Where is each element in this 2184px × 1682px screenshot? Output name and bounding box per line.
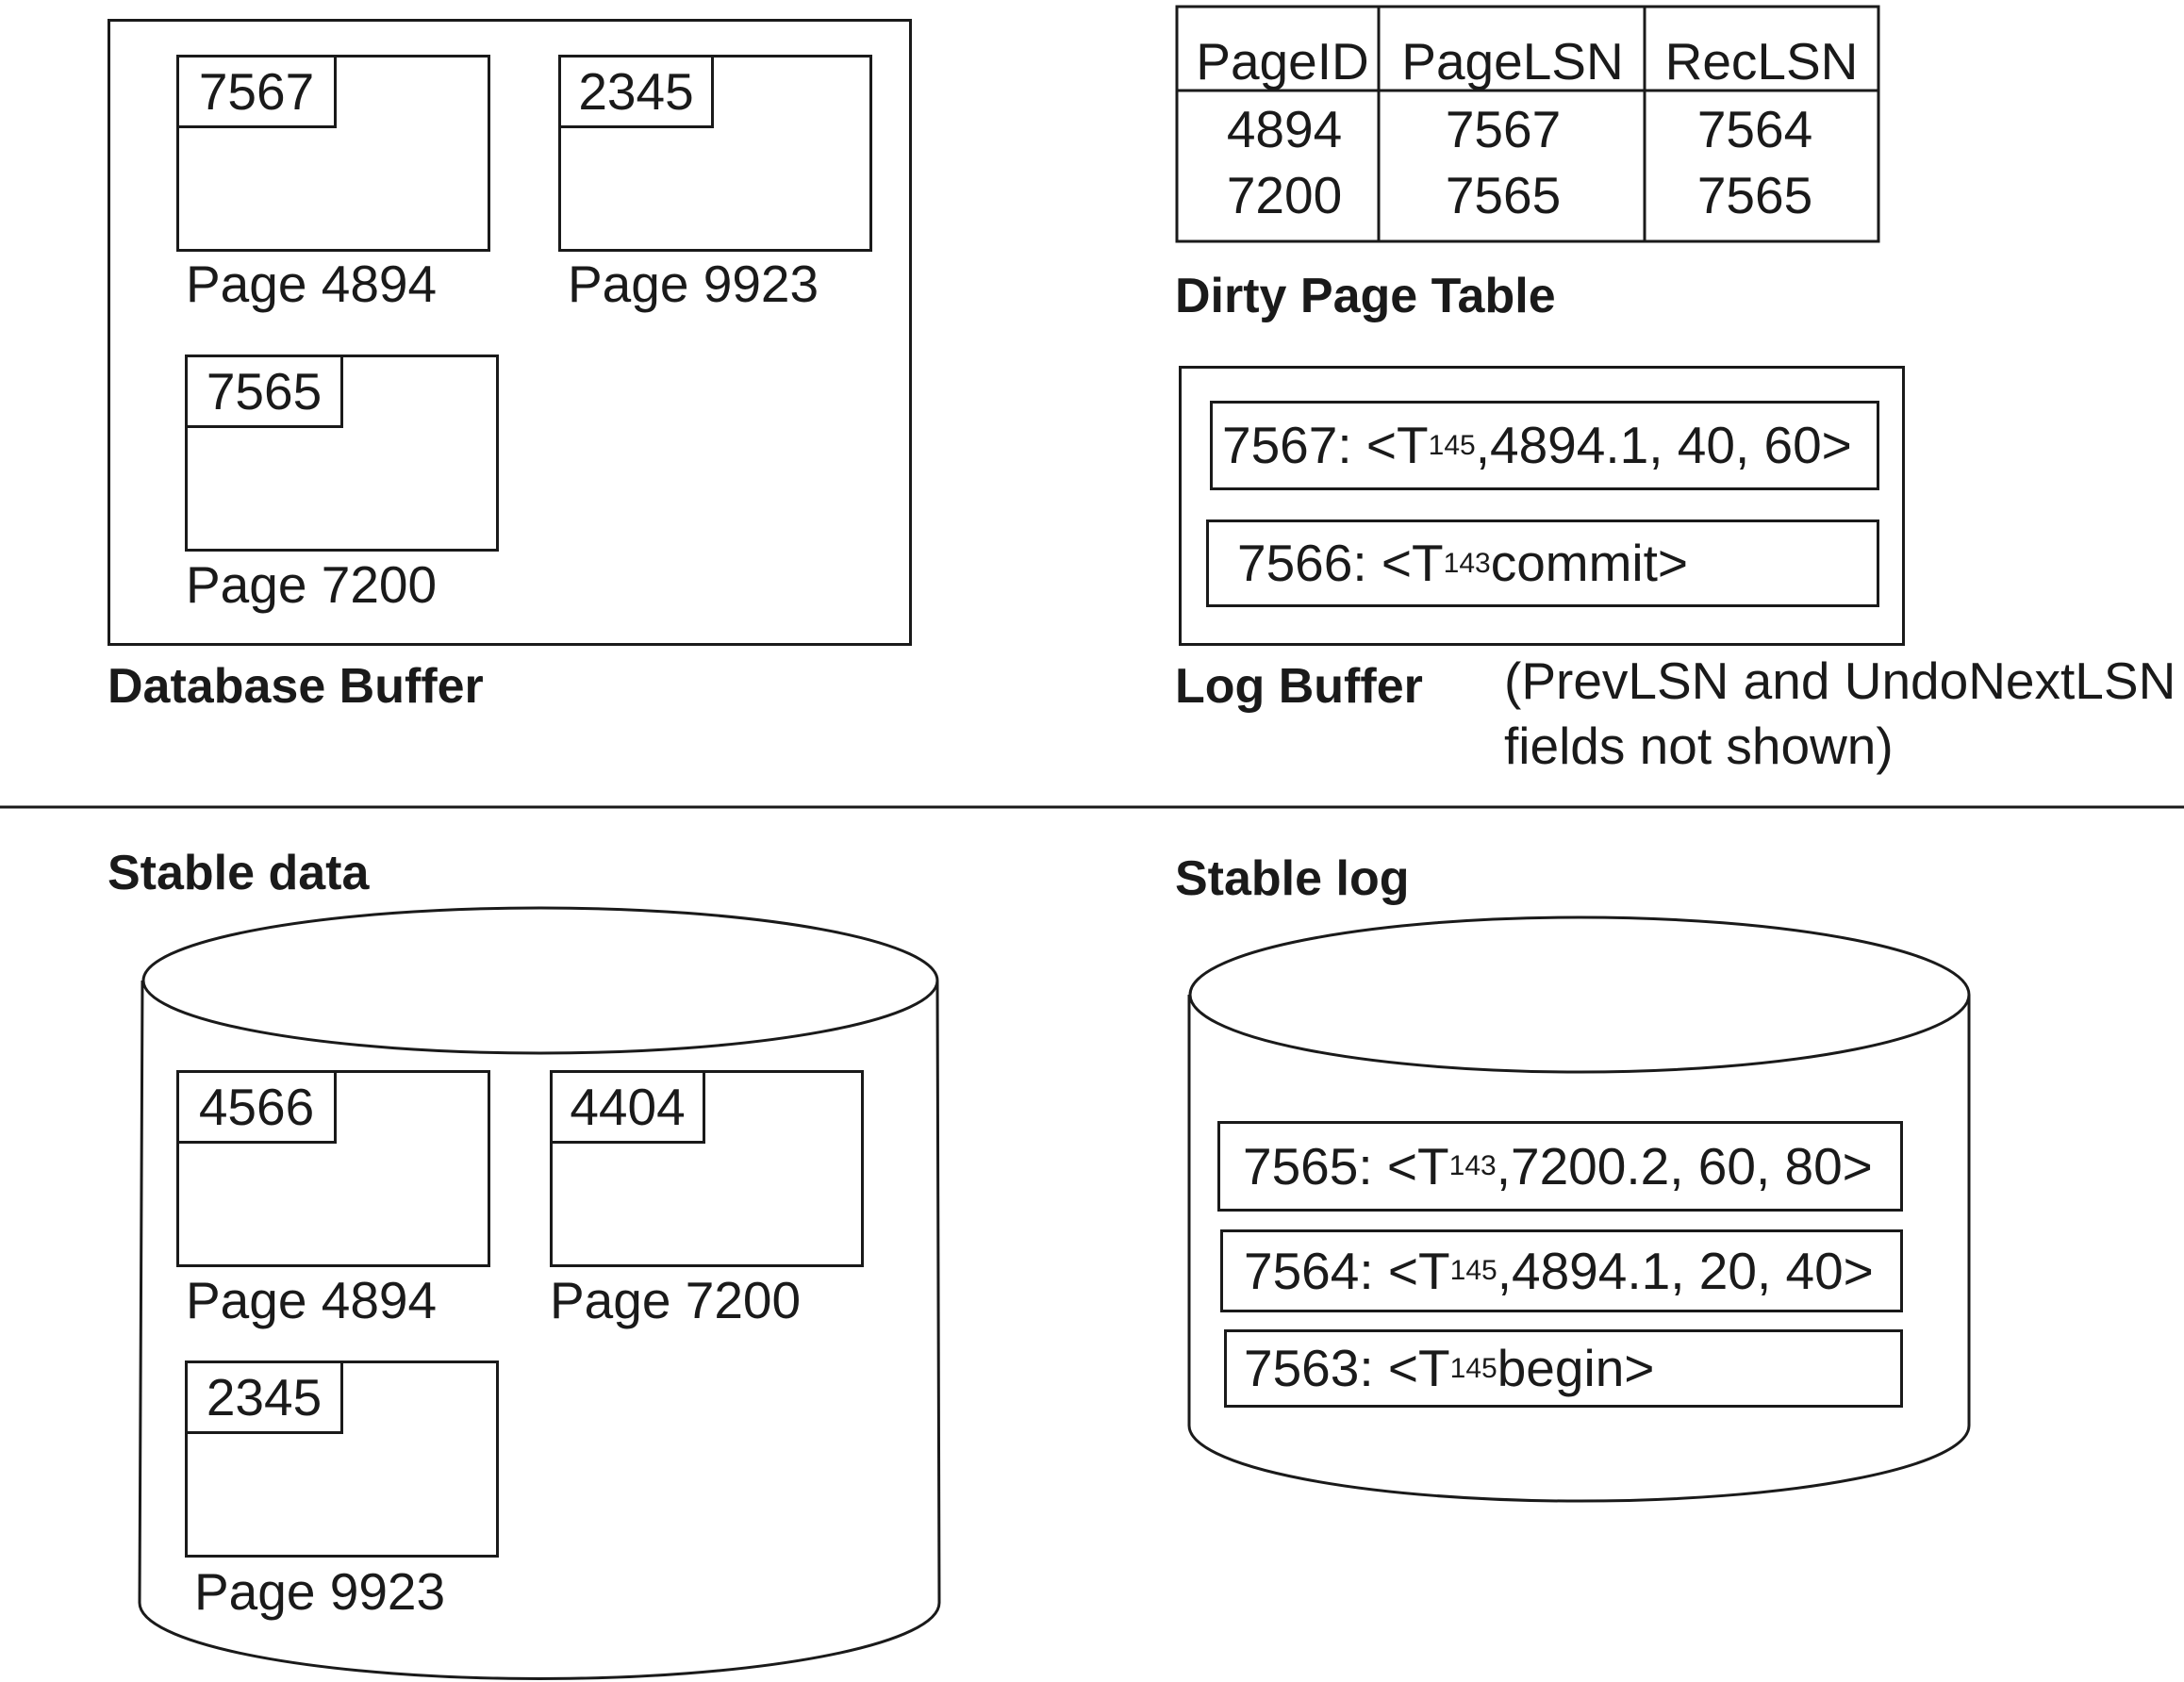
page-lsn: 4404	[550, 1070, 705, 1144]
stable-log-label: Stable log	[1175, 851, 1410, 906]
stable-data-label: Stable data	[108, 846, 370, 900]
page-lsn: 2345	[558, 55, 714, 128]
stable-page-9923: 2345	[185, 1360, 499, 1558]
log-buffer-note: (PrevLSN and UndoNextLSN	[1504, 651, 2176, 710]
column-header: RecLSN	[1664, 32, 1859, 91]
log-buffer-label: Log Buffer	[1175, 659, 1423, 714]
buffer-page-9923: 2345	[558, 55, 872, 252]
page-label: Page 7200	[186, 555, 438, 614]
page-lsn: 4566	[176, 1070, 337, 1144]
log-buffer-note: fields not shown)	[1504, 717, 1894, 775]
dirty-page-table-grid	[1175, 5, 1880, 243]
stable-log-cylinder	[1187, 915, 1971, 1503]
stable-page-7200: 4404	[550, 1070, 864, 1267]
dirty-page-table-label: Dirty Page Table	[1175, 269, 1556, 323]
table-cell: 7567	[1445, 100, 1562, 158]
table-cell: 7200	[1226, 166, 1343, 224]
page-lsn: 2345	[185, 1360, 343, 1434]
page-lsn: 7565	[185, 355, 343, 428]
buffer-page-7200: 7565	[185, 355, 499, 552]
stable-page-4894: 4566	[176, 1070, 490, 1267]
table-cell: 7564	[1696, 100, 1813, 158]
database-buffer-label: Database Buffer	[108, 659, 484, 714]
table-cell: 7565	[1445, 166, 1562, 224]
table-cell: 4894	[1226, 100, 1343, 158]
column-header: PageID	[1196, 32, 1369, 91]
page-label: Page 4894	[186, 255, 438, 313]
page-label: Page 4894	[186, 1271, 438, 1329]
page-lsn: 7567	[176, 55, 337, 128]
buffer-page-4894: 7567	[176, 55, 490, 252]
table-cell: 7565	[1696, 166, 1813, 224]
page-label: Page 9923	[568, 255, 819, 313]
page-label: Page 7200	[550, 1271, 802, 1329]
column-header: PageLSN	[1401, 32, 1624, 91]
stable-data-cylinder	[138, 906, 941, 1681]
page-label: Page 9923	[194, 1562, 446, 1621]
